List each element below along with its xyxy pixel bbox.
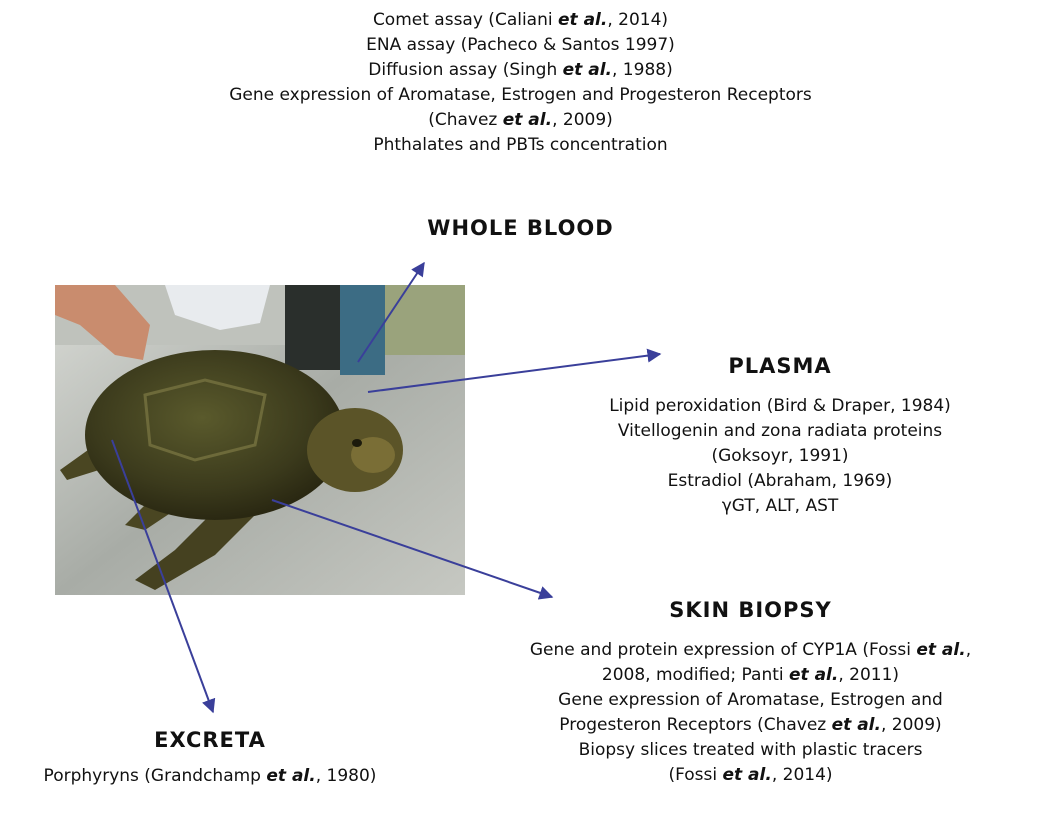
assay-line: 2008, modified; Panti et al., 2011) <box>460 663 1041 688</box>
assay-line: Biopsy slices treated with plastic trace… <box>460 738 1041 763</box>
whole-blood-assay-list: Comet assay (Caliani et al., 2014)ENA as… <box>0 8 1041 158</box>
excreta-section: EXCRETA Porphyryns (Grandchamp et al., 1… <box>0 726 420 789</box>
assay-line: Gene and protein expression of CYP1A (Fo… <box>460 638 1041 663</box>
plasma-section: PLASMA Lipid peroxidation (Bird & Draper… <box>545 352 1015 519</box>
excreta-assay-list: Porphyryns (Grandchamp et al., 1980) <box>0 764 420 789</box>
excreta-heading: EXCRETA <box>0 726 420 754</box>
assay-line: Vitellogenin and zona radiata proteins <box>545 419 1015 444</box>
skin-biopsy-section: SKIN BIOPSY Gene and protein expression … <box>460 596 1041 788</box>
skin-biopsy-assay-list: Gene and protein expression of CYP1A (Fo… <box>460 638 1041 788</box>
assay-line: (Goksoyr, 1991) <box>545 444 1015 469</box>
assay-line: Phthalates and PBTs concentration <box>0 133 1041 158</box>
plasma-heading: PLASMA <box>545 352 1015 380</box>
assay-line: Lipid peroxidation (Bird & Draper, 1984) <box>545 394 1015 419</box>
assay-line: γGT, ALT, AST <box>545 494 1015 519</box>
assay-line: Progesteron Receptors (Chavez et al., 20… <box>460 713 1041 738</box>
assay-line: Gene expression of Aromatase, Estrogen a… <box>0 83 1041 108</box>
skin-biopsy-heading: SKIN BIOPSY <box>460 596 1041 624</box>
assay-line: Diffusion assay (Singh et al., 1988) <box>0 58 1041 83</box>
assay-line: (Fossi et al., 2014) <box>460 763 1041 788</box>
plasma-assay-list: Lipid peroxidation (Bird & Draper, 1984)… <box>545 394 1015 519</box>
sea-turtle-photo <box>55 285 465 595</box>
assay-line: Comet assay (Caliani et al., 2014) <box>0 8 1041 33</box>
assay-line: ENA assay (Pacheco & Santos 1997) <box>0 33 1041 58</box>
assay-line: Porphyryns (Grandchamp et al., 1980) <box>0 764 420 789</box>
assay-line: Gene expression of Aromatase, Estrogen a… <box>460 688 1041 713</box>
assay-line: Estradiol (Abraham, 1969) <box>545 469 1015 494</box>
assay-line: (Chavez et al., 2009) <box>0 108 1041 133</box>
whole-blood-heading: WHOLE BLOOD <box>0 214 1041 242</box>
